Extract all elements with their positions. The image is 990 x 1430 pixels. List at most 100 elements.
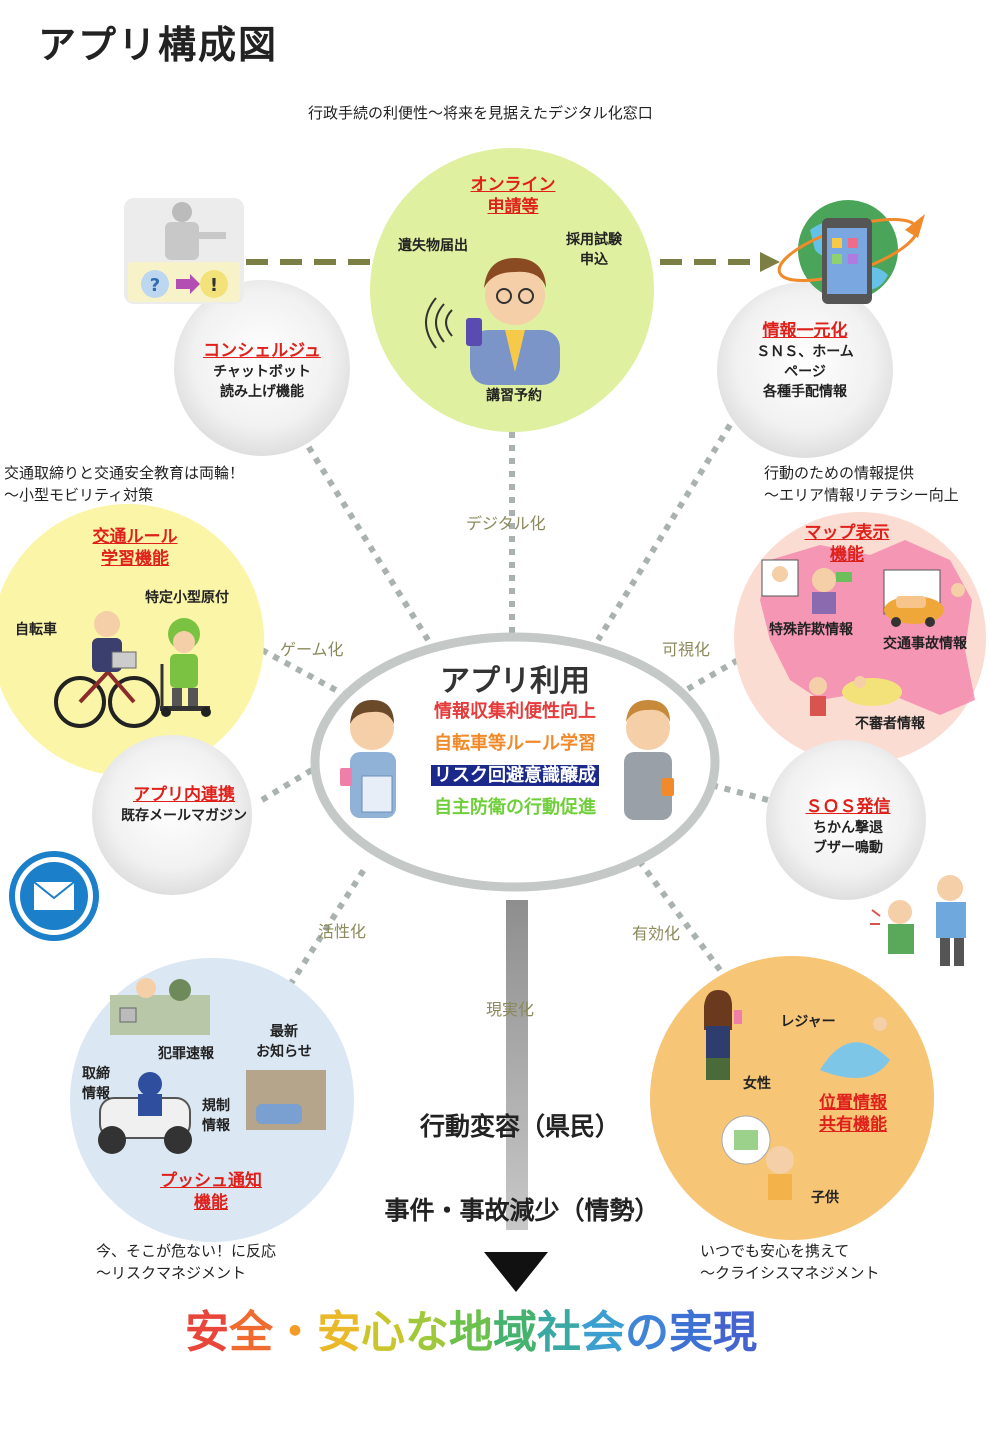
final-goal-text: 安全・安心な地域社会の実現 [185,1307,757,1358]
traffic-heading: 交通ルール 学習機能 [70,526,200,570]
final-goal-char: 実 [669,1307,713,1358]
edge-label-real: 現実化 [486,1000,535,1019]
info-unify-line-1: ＳＮＳ、ホーム [756,344,854,360]
connector-traffic [260,647,347,698]
location-item-women: 女性 [743,1076,771,1092]
bottom-right-caption: いつでも安心を携えて 〜クライシスマネジメント [700,1242,880,1282]
info-unify-label: 情報一元化 ＳＮＳ、ホーム ページ 各種手配情報 [730,320,880,402]
traffic-item-scooter: 特定小型原付 [145,590,229,606]
top-caption: 行政手続の利便性〜将来を見据えたデジタル化窓口 [308,104,653,122]
arrow-head-right [760,252,780,272]
location-heading-line-2: 共有機能 [819,1115,887,1135]
edge-label-game: ゲーム化 [280,640,344,659]
final-goal: 安全・安心な地域社会の実現 [185,1296,757,1360]
push-item-crime-alert: 犯罪速報 [158,1046,214,1062]
map-heading: マップ表示 機能 [782,522,912,566]
sos-heading: ＳＯＳ発信 [805,797,891,817]
final-goal-char: の [625,1307,669,1358]
concierge-label: コンシェルジュ チャットボット 読み上げ機能 [172,340,352,402]
center-people-illustration [340,700,674,820]
online-arrows [246,252,780,272]
center-ellipse [310,632,720,892]
sos-label: ＳＯＳ発信 ちかん撃退 ブザー鳴動 [790,796,906,858]
push-heading-line-1: プッシュ通知 [160,1171,262,1191]
app-link-label: アプリ内連携 既存メールマガジン [96,784,272,826]
online-heading-line-1: オンライン [470,175,556,195]
sos-circle [766,740,926,900]
cyclist-illustration [54,611,160,728]
center-line-2: 自転車等ルール学習 [434,733,596,754]
online-heading-line-2: 申請等 [487,197,539,217]
online-item-exam-application: 採用試験 申込 [566,232,622,268]
info-unify-circle [717,282,893,458]
sos-line-1: ちかん撃退 [813,820,883,836]
online-man-illustration [425,258,560,385]
center-line-4: 自主防衛の行動促進 [434,797,596,818]
globe-phone-illustration [777,200,925,304]
final-goal-char: 心 [361,1307,405,1358]
svg-text:!: ! [210,275,218,296]
mail-icon [9,851,99,941]
center-line-3: リスク回避意識醸成 [431,765,599,786]
connector-info [595,423,733,642]
location-item-leisure: レジャー [780,1014,836,1030]
center-line-1: 情報収集利便性向上 [434,701,596,722]
final-goal-char: 域 [493,1307,537,1358]
right-caption: 行動のための情報提供 〜エリア情報リテラシー向上 [764,464,959,504]
final-goal-char: 地 [449,1307,493,1358]
info-unify-line-2: ページ [784,364,826,380]
traffic-item-bicycle: 自転車 [15,622,57,638]
final-goal-char: な [405,1307,449,1358]
map-item-accident: 交通事故情報 [883,636,967,652]
edge-label-visual: 可視化 [662,640,711,659]
location-heading-line-1: 位置情報 [819,1093,887,1113]
sos-line-2: ブザー鳴動 [813,840,883,856]
map-item-fraud: 特殊詐欺情報 [769,622,853,638]
sos-people-illustration [870,875,966,966]
center-lines: 情報収集利便性向上 自転車等ルール学習 リスク回避意識醸成 自主防衛の行動促進 [400,696,630,824]
online-item-lost-property: 遺失物届出 [398,238,468,254]
push-item-enforcement: 取締 情報 [82,1066,110,1102]
svg-text:?: ? [150,275,160,296]
final-goal-char: 現 [713,1307,757,1358]
app-link-line-1: 既存メールマガジン [121,808,247,824]
page-title: アプリ構成図 [38,23,279,67]
connector-location [637,860,723,972]
result-arrow-head [484,1252,548,1292]
info-unify-line-3: 各種手配情報 [763,384,847,400]
final-goal-char: 会 [581,1307,625,1358]
final-goal-char: 安 [317,1307,361,1358]
bottom-left-caption: 今、そこが危ない！に反応 〜リスクマネジメント [96,1242,277,1282]
push-item-latest-news: 最新 お知らせ [256,1024,312,1060]
location-heading: 位置情報 共有機能 [790,1092,916,1136]
push-illustrations [98,978,326,1154]
concierge-circle [174,280,350,456]
push-item-regulation: 規制 情報 [202,1098,230,1134]
final-goal-char: 全 [229,1307,273,1358]
result-shaft [506,900,528,1230]
outcome-incident-reduction: 事件・事故減少（情勢） [384,1196,660,1225]
location-item-children: 子供 [811,1190,839,1206]
map-item-suspicious: 不審者情報 [855,716,925,732]
map-icons [761,559,965,716]
push-heading-line-2: 機能 [194,1193,228,1213]
concierge-line-1: チャットボット [213,364,311,380]
map-heading-line-1: マップ表示 [804,523,890,543]
kiosk-illustration: ? ! [124,198,244,304]
push-heading: プッシュ通知 機能 [138,1170,284,1214]
edge-label-effective: 有効化 [632,924,681,943]
final-goal-char: 安 [185,1307,229,1358]
app-link-circle [92,735,252,895]
location-illustrations [704,990,890,1200]
final-goal-char: 社 [537,1307,581,1358]
map-heading-line-2: 機能 [830,545,864,565]
outcome-behavior-change: 行動変容（県民） [420,1112,621,1141]
online-heading: オンライン 申請等 [448,174,578,218]
left-caption: 交通取締りと交通安全教育は両輪！ 〜小型モビリティ対策 [4,464,245,504]
info-unify-heading: 情報一元化 [762,321,848,341]
traffic-heading-line-2: 学習機能 [101,549,169,569]
online-item-course-booking: 講習予約 [486,388,542,404]
final-goal-char: ・ [273,1307,317,1358]
edge-label-digital: デジタル化 [466,514,546,533]
